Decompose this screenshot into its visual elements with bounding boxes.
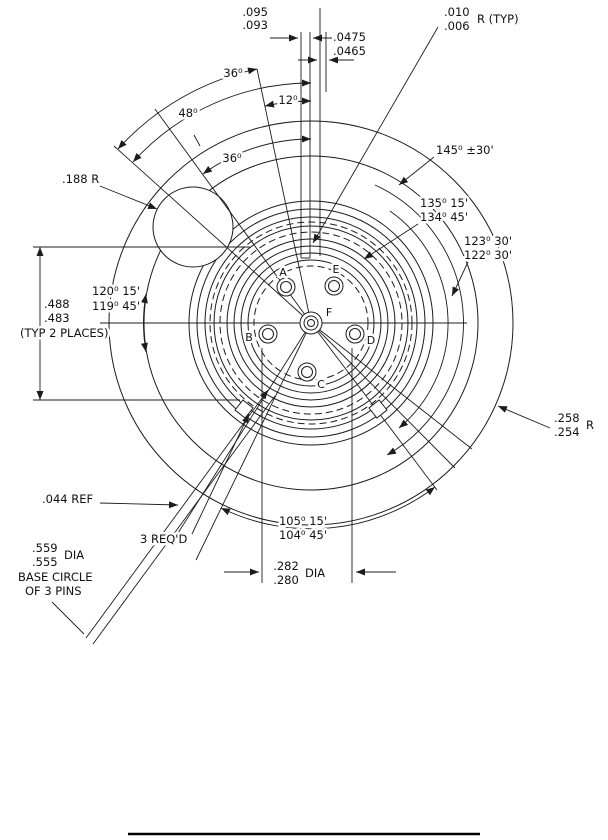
label-dia-559-max: .559 xyxy=(32,541,58,555)
leader-radius-typ xyxy=(312,26,439,244)
pin-d-inner xyxy=(349,328,361,340)
leader-angle-123 xyxy=(451,261,469,297)
arc-135deg xyxy=(374,184,464,456)
pin-f-inner xyxy=(307,319,315,327)
label-angle-105-min: 104⁰ 45' xyxy=(279,528,327,542)
pin-d-outer xyxy=(345,324,365,344)
label-dia-559-min: .555 xyxy=(32,555,58,569)
pin-label-f: F xyxy=(326,306,332,319)
radial-line-lower-left-1 xyxy=(195,322,312,561)
keyway-notch-lower-left xyxy=(234,399,254,419)
label-offset-min: .0465 xyxy=(333,44,366,58)
leader-radius-258 xyxy=(497,405,551,429)
label-base-circle-note-1: BASE CIRCLE xyxy=(18,570,93,584)
radial-line-48deg xyxy=(113,145,312,324)
radial-line-lower-left-2 xyxy=(172,322,312,542)
radial-line-lower-right-3 xyxy=(310,322,473,450)
pin-label-c: C xyxy=(317,378,325,391)
label-angle-123-max: 123⁰ 30' xyxy=(464,234,512,248)
radial-line-lower-right-2 xyxy=(310,322,456,469)
label-angle-12: 12⁰ xyxy=(278,93,298,107)
dim-dia559-label-leader xyxy=(51,601,85,635)
label-radius-258-suffix: R xyxy=(586,418,594,432)
labels: .095 .093 .0475 .0465 .010 .006 R (TYP) … xyxy=(16,3,597,601)
label-angle-135-max: 135⁰ 15' xyxy=(420,196,468,210)
pin-b-outer xyxy=(258,324,278,344)
label-angle-120-min: 119⁰ 45' xyxy=(92,299,140,313)
dim-dia559-parallel-line xyxy=(92,395,276,645)
pin-f-middle xyxy=(303,315,319,331)
label-radius-typ-min: .006 xyxy=(444,19,470,33)
label-slot-width-max: .095 xyxy=(242,5,268,19)
label-angle-36-inner: 36⁰ xyxy=(222,151,242,165)
leader-radius-188 xyxy=(99,185,158,210)
label-angle-145: 145⁰ ±30' xyxy=(436,143,494,157)
label-height-note: (TYP 2 PLACES) xyxy=(20,326,108,340)
pin-c-inner xyxy=(301,366,313,378)
label-dia-282-min: .280 xyxy=(273,573,299,587)
label-radius-typ-max: .010 xyxy=(444,5,470,19)
pin-label-d: D xyxy=(367,334,375,347)
pin-label-b: B xyxy=(245,331,253,344)
arc-120deg xyxy=(141,293,148,353)
leader-lines xyxy=(99,26,551,535)
linear-dimensions xyxy=(33,34,396,645)
pin-a-outer xyxy=(276,277,296,297)
label-ref-044: .044 REF xyxy=(42,492,93,506)
pins xyxy=(258,276,365,382)
label-base-circle-note-2: OF 3 PINS xyxy=(25,584,82,598)
pin-a-inner xyxy=(280,281,292,293)
label-dia-559-suffix: DIA xyxy=(64,548,84,562)
pin-e-outer xyxy=(324,276,344,296)
label-angle-120-max: 120⁰ 15' xyxy=(92,284,140,298)
pin-c-outer xyxy=(297,362,317,382)
pin-label-a: A xyxy=(279,266,287,279)
arc-123deg xyxy=(389,210,449,429)
dimension-arcs xyxy=(117,67,464,530)
label-qty-note: 3 REQ'D xyxy=(140,532,187,546)
label-radius-258-min: .254 xyxy=(554,425,580,439)
label-height-max: .488 xyxy=(44,297,70,311)
leader-qty-note xyxy=(191,413,250,535)
dim-dia559-line xyxy=(85,389,269,639)
label-angle-105-max: 105⁰ 15' xyxy=(279,514,327,528)
extension-tick xyxy=(193,134,201,147)
keyway-notch-lower-right xyxy=(368,399,388,419)
label-angle-135-min: 134⁰ 45' xyxy=(420,210,468,224)
pin-e-inner xyxy=(328,280,340,292)
pin-label-e: E xyxy=(333,263,340,276)
pin-f-outer xyxy=(299,311,323,335)
arc-48deg xyxy=(132,79,312,163)
label-dia-282-max: .282 xyxy=(273,559,299,573)
label-radius-258-max: .258 xyxy=(554,411,580,425)
label-dia-282-suffix: DIA xyxy=(305,566,325,580)
label-radius-188: .188 R xyxy=(62,172,99,186)
label-offset-max: .0475 xyxy=(333,30,366,44)
label-height-min: .483 xyxy=(44,311,70,325)
leader-angle-145 xyxy=(398,156,435,186)
radial-lines xyxy=(113,68,473,561)
label-angle-48: 48⁰ xyxy=(178,106,198,120)
arc-105deg xyxy=(220,486,436,530)
label-slot-width-min: .093 xyxy=(242,18,268,32)
arc-36deg-inner xyxy=(202,135,312,175)
label-angle-36-outer: 36⁰ xyxy=(223,66,243,80)
leader-ref-044 xyxy=(99,501,179,509)
keyway-notches xyxy=(234,399,388,419)
arc-12deg xyxy=(264,97,312,108)
pin-b-inner xyxy=(262,328,274,340)
leader-angle-135 xyxy=(363,223,419,260)
label-angle-123-min: 122⁰ 30' xyxy=(464,248,512,262)
label-radius-typ-suffix: R (TYP) xyxy=(477,12,519,26)
